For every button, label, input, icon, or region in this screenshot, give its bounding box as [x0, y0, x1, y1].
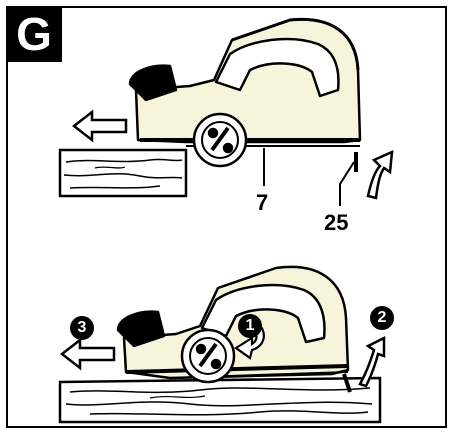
step-2-marker: 2 [370, 306, 394, 330]
planer-bottom [118, 267, 350, 392]
wood-board-bottom [60, 378, 380, 422]
callout-parking-rest-label: 25 [324, 210, 348, 236]
push-direction-arrow-bottom [62, 340, 114, 368]
step-3-marker: 3 [70, 316, 94, 340]
callout-sole-plate-label: 7 [256, 190, 268, 216]
step-1-marker: 1 [238, 314, 262, 338]
